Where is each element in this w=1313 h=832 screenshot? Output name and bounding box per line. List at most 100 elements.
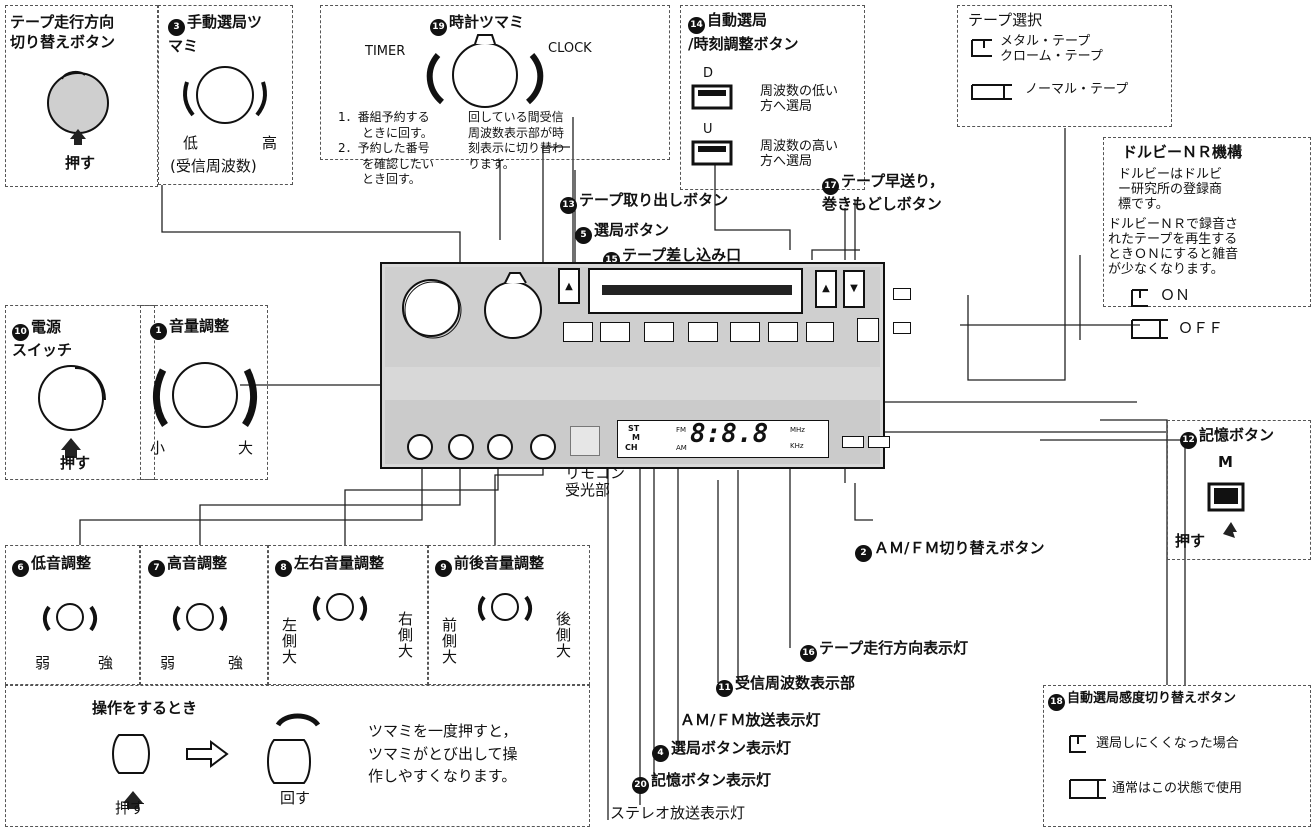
right-arrow-icon [186, 740, 229, 768]
ff-button[interactable]: ▼ [843, 270, 865, 308]
display-digits: 8:8.8 [690, 419, 769, 449]
d-desc: 周波数の低い 方へ選局 [760, 84, 839, 114]
display-mhz: MHz [790, 426, 805, 434]
preset-button-5[interactable] [730, 322, 760, 342]
memory-button-box [1167, 420, 1311, 560]
display-st: ST [628, 424, 640, 433]
d-label: D [703, 66, 714, 81]
operate-desc: ツマミを一度押すと， ツマミがとび出して操 作しやすくなります。 [368, 722, 518, 785]
remote-label: リモコン 受光部 [565, 464, 626, 500]
treble-weak: 弱 [160, 654, 176, 672]
clock-label: CLOCK [548, 41, 592, 56]
operate-title: 操作をするとき [92, 699, 198, 717]
volume-box [140, 305, 268, 480]
fader-knob-icon [477, 593, 533, 622]
num-5: 5 [575, 227, 592, 244]
preset-button-4[interactable] [688, 322, 718, 342]
tape-direction-knob-icon [47, 70, 109, 145]
preset-button-3[interactable] [644, 322, 674, 342]
auto-sens-button-unit[interactable] [868, 436, 890, 448]
metal-switch-icon [971, 39, 992, 57]
preset-button-2[interactable] [600, 322, 630, 342]
display-fm: FM [676, 426, 687, 434]
balance-knob-unit [487, 434, 513, 460]
preset-button-6[interactable] [768, 322, 798, 342]
amfm-lamp-label: ＡＭ/ＦＭ放送表示灯 [680, 711, 821, 729]
num-9: 9 [435, 560, 452, 577]
num-16: 16 [800, 645, 817, 662]
display-ch: CH [625, 443, 638, 452]
memory-m-label: M [1218, 453, 1233, 471]
bass-box [5, 545, 140, 685]
display-m: M [632, 433, 640, 442]
num-13: 13 [560, 197, 577, 214]
dolby-on-icon [1131, 289, 1148, 307]
manual-tuning-box [158, 5, 293, 185]
memory-button-unit[interactable] [857, 318, 879, 342]
normal-switch-icon [971, 84, 1012, 100]
dolby-desc: ドルビーＮＲで録音さ れたテープを再生する ときＯＮにすると雑音 が少なくなりま… [1108, 217, 1239, 277]
auto-sens-box [1043, 685, 1311, 827]
tape-select-box [957, 5, 1172, 127]
display-am: AM [676, 444, 687, 452]
treble-knob-unit [448, 434, 474, 460]
amfm-button-unit[interactable] [842, 436, 864, 448]
treble-knob-icon [172, 603, 228, 632]
u-desc: 周波数の高い 方へ選局 [760, 139, 839, 169]
num-4: 4 [652, 745, 669, 762]
num-1: 1 [150, 323, 167, 340]
num-12: 12 [1180, 432, 1197, 449]
tape-slot-inner [602, 285, 792, 295]
bass-knob-unit [407, 434, 433, 460]
dolby-switch[interactable] [893, 322, 911, 334]
num-6: 6 [12, 560, 29, 577]
normal-tape-label: ノーマル・テープ [1025, 82, 1129, 97]
num-17: 17 [822, 178, 839, 195]
memory-button-icon [1207, 482, 1245, 538]
manual-tuning-knob-icon [183, 66, 267, 124]
timer-label: TIMER [365, 44, 406, 59]
preset-button-1[interactable] [563, 322, 593, 342]
volume-knob-unit [402, 279, 462, 339]
push-knob-icon [112, 734, 150, 809]
num-7: 7 [148, 560, 165, 577]
front-big-label: 前 側 大 [442, 616, 458, 666]
balance-knob-icon [312, 593, 368, 622]
balance-box [268, 545, 428, 685]
low-label: 低 [183, 134, 199, 152]
display-khz: KHz [790, 442, 804, 450]
clock-knob-unit [484, 272, 542, 339]
push-label-2: 押す [60, 454, 91, 472]
rewind-button[interactable]: ▲ [815, 270, 837, 308]
eject-button[interactable]: ▲ [558, 268, 580, 304]
tuning-down-button[interactable] [806, 322, 834, 342]
push-label-1: 押す [65, 154, 96, 172]
on-label: ＯＮ [1160, 286, 1191, 304]
metal-chrome-label: メタル・テープ クローム・テープ [1000, 34, 1103, 64]
num-14: 14 [688, 17, 705, 34]
treble-strong: 強 [228, 654, 244, 672]
tape-select-switch[interactable] [893, 288, 911, 300]
num-2: 2 [855, 545, 872, 562]
push-label-3: 押す [1175, 532, 1206, 550]
freq-paren-label: (受信周波数) [170, 157, 257, 175]
left-big-label: 左 側 大 [282, 616, 298, 666]
num-19: 19 [430, 19, 447, 36]
rear-big-label: 後 側 大 [556, 610, 572, 660]
sens-low-label: 選局しにくくなった場合 [1096, 736, 1239, 751]
right-big-label: 右 側 大 [398, 610, 414, 660]
num-20: 20 [632, 777, 649, 794]
num-8: 8 [275, 560, 292, 577]
